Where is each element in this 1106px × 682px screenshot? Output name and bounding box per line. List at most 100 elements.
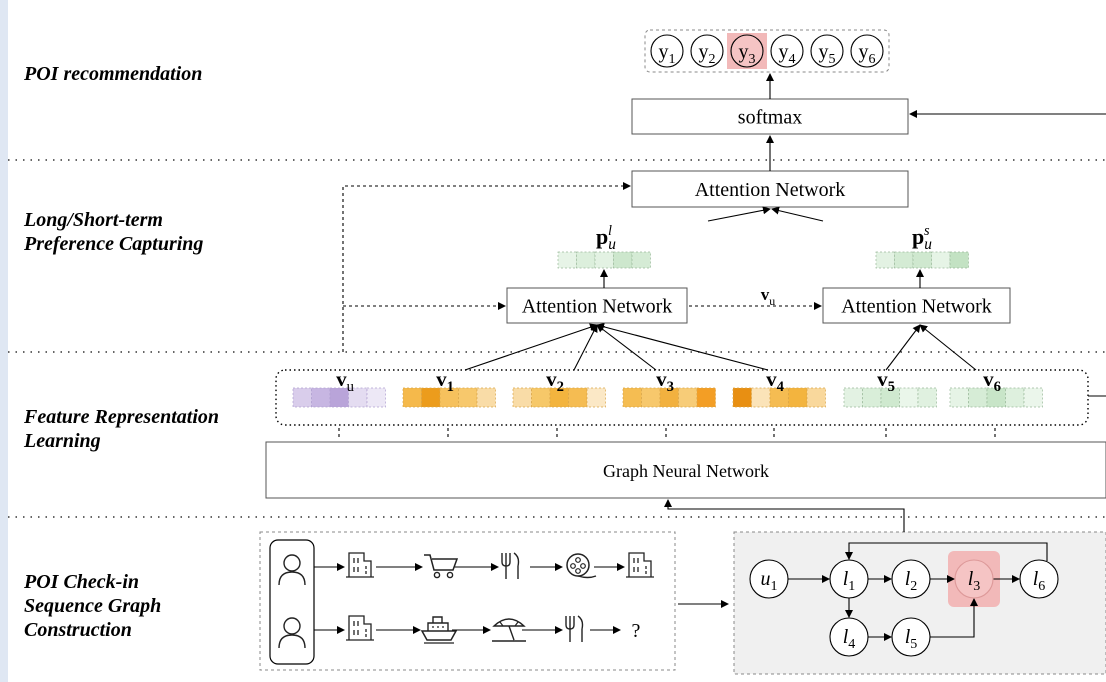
embedding-cell: [1023, 387, 1043, 408]
arrow-embedding-long: [464, 323, 598, 371]
output-node: [730, 34, 764, 68]
figure-canvas: POI recommendation Long/Short-term Prefe…: [8, 0, 1106, 682]
graph-node-label: l3: [968, 568, 981, 594]
arrow-embedding-long: [573, 324, 598, 371]
attention-network-long-box-label: Attention Network: [522, 296, 673, 318]
long-pref-cell: [631, 251, 651, 269]
unknown-next-poi: ?: [632, 620, 641, 642]
arrow-graph-to-gnn: [664, 499, 905, 532]
embedding-cell: [366, 387, 386, 408]
long-pref-cell: [576, 251, 596, 269]
dashed-arrow-vu-top: [342, 182, 631, 352]
checkin-sequence-panel: [259, 531, 676, 671]
long-pref-cell: [613, 251, 633, 269]
arrow-short-pref-attention: [771, 206, 824, 222]
graph-neural-network-box-label: Graph Neural Network: [603, 461, 769, 481]
short-pref-cell: [912, 251, 932, 269]
attention-network-short-box-label: Attention Network: [841, 296, 992, 318]
arrow-embedding-long: [596, 324, 657, 371]
graph-node-label: l4: [843, 626, 856, 652]
graph-node-label: l5: [905, 626, 918, 652]
embedding-label: v5: [877, 367, 895, 395]
embedding-cell: [1005, 387, 1025, 408]
embedding-cell: [476, 387, 496, 408]
graph-node: [829, 559, 869, 599]
embedding-cell: [696, 387, 716, 408]
output-node: [650, 34, 684, 68]
graph-node: [829, 617, 869, 657]
graph-edge: [845, 542, 1048, 561]
section-label-graph-construction: POI Check-in Sequence Graph Construction: [24, 571, 162, 641]
embedding-cell: [458, 387, 478, 408]
embedding-cell: [949, 387, 969, 408]
arrow-v6-short: [919, 324, 977, 371]
graph-node-label: l1: [843, 568, 856, 594]
graph-node: [954, 559, 994, 599]
graph-node: [1019, 559, 1059, 599]
graph-node: [891, 617, 931, 657]
section-label-poi-recommendation: POI recommendation: [24, 63, 203, 85]
output-label: y5: [819, 41, 836, 67]
embedding-cell: [512, 387, 532, 408]
short-term-preference-label: pus: [912, 223, 932, 253]
softmax-box: [631, 98, 909, 135]
graph-node: [749, 559, 789, 599]
attention-network-long-box: [506, 287, 688, 324]
short-pref-cell: [949, 251, 969, 269]
embedding-cell: [732, 387, 752, 408]
embedding-group: [275, 369, 1089, 426]
graph-neural-network-box: [265, 441, 1106, 499]
long-pref-cell: [594, 251, 614, 269]
section-label-preference-capturing: Long/Short-term Preference Capturing: [24, 209, 204, 255]
graph-node-label: l6: [1033, 568, 1046, 594]
graph-edge: [930, 598, 978, 638]
output-group: [644, 29, 890, 73]
embedding-cell: [402, 387, 422, 408]
short-pref-cell: [931, 251, 951, 269]
label-vu-between: vu: [761, 285, 776, 308]
long-term-preference-label: pul: [596, 223, 616, 253]
embedding-cell: [788, 387, 808, 408]
output-label: y3: [739, 41, 756, 67]
arrow-long-pref-attention: [707, 206, 771, 222]
short-pref-cell: [894, 251, 914, 269]
attention-network-short-box: [822, 287, 1011, 324]
embedding-cell: [568, 387, 588, 408]
embedding-cell: [678, 387, 698, 408]
embedding-cell: [586, 387, 606, 408]
output-node: [850, 34, 884, 68]
embedding-label: v2: [546, 367, 564, 395]
arrow-embedding-long: [596, 322, 769, 371]
graph-node-label: l2: [905, 568, 918, 594]
output-label: y2: [699, 41, 716, 67]
output-node: [770, 34, 804, 68]
embedding-label: v1: [436, 367, 454, 395]
output-label: y4: [779, 41, 796, 67]
embedding-cell: [292, 387, 312, 408]
softmax-box-label: softmax: [738, 107, 802, 129]
section-label-feature-learning: Feature Representation Learning: [24, 406, 220, 452]
embedding-label: v4: [766, 367, 785, 395]
embedding-cell: [843, 387, 863, 408]
graph-node-label: u1: [761, 568, 778, 594]
embedding-cell: [311, 387, 331, 408]
short-pref-cell: [875, 251, 895, 269]
output-node: [690, 34, 724, 68]
output-label: y6: [859, 41, 876, 67]
output-node: [810, 34, 844, 68]
embedding-cell: [622, 387, 642, 408]
attention-network-top-box: [631, 170, 909, 208]
embedding-cell: [917, 387, 937, 408]
embedding-label: vu: [336, 367, 355, 395]
long-pref-cell: [557, 251, 577, 269]
embedding-cell: [899, 387, 919, 408]
arrow-v5-short: [885, 324, 921, 371]
embedding-label: v6: [983, 367, 1001, 395]
attention-network-top-box-label: Attention Network: [695, 179, 846, 201]
embedding-label: v3: [656, 367, 674, 395]
output-label: y1: [659, 41, 676, 67]
embedding-cell: [806, 387, 826, 408]
users-container: [269, 539, 315, 665]
graph-node: [891, 559, 931, 599]
